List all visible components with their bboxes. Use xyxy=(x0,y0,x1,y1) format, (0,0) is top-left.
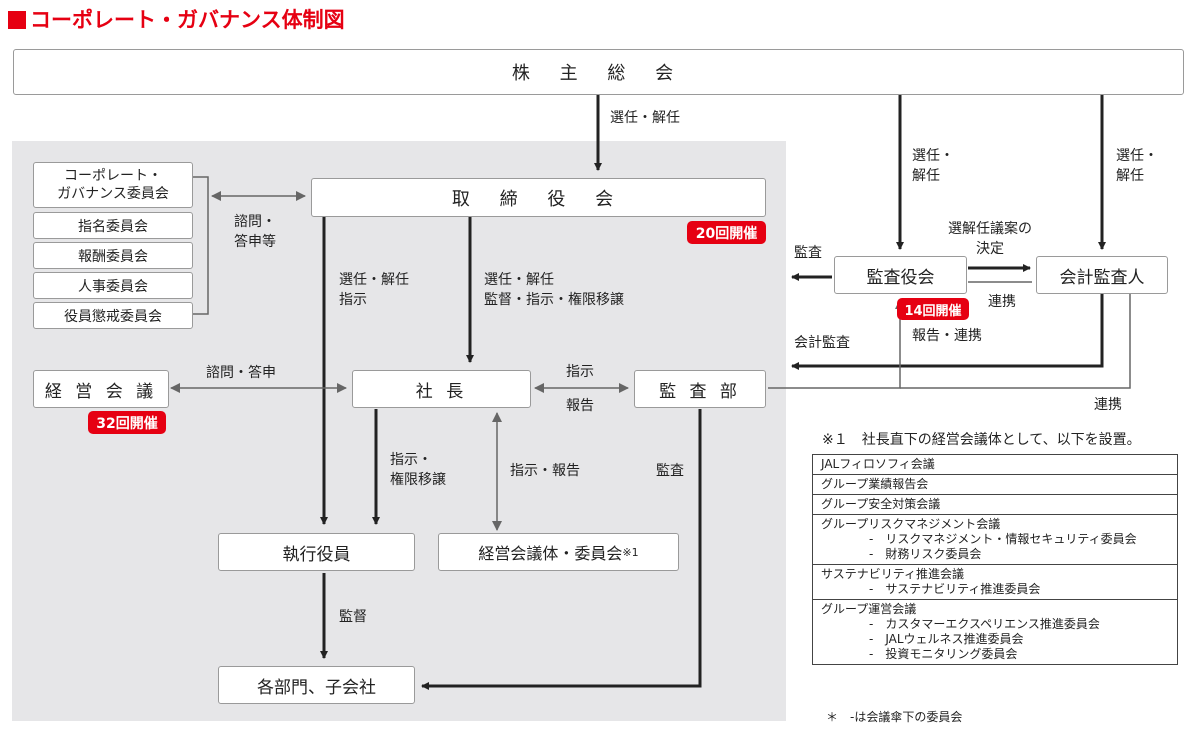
councils-node: 経営会議体・委員会※1 xyxy=(438,533,679,571)
label-report: 報告 xyxy=(566,398,594,414)
president-node: 社 長 xyxy=(352,370,531,408)
note-subitem: - カスタマーエクスペリエンス推進委員会 xyxy=(869,617,1100,631)
management-meeting-node: 経 営 会 議 xyxy=(33,370,169,408)
page-title: コーポレート・ガバナンス体制図 xyxy=(8,4,345,34)
board-node: 取 締 役 会 xyxy=(311,178,766,217)
label-report-coop: 報告・連携 xyxy=(912,328,982,344)
label-board-to-pres: 選任・解任 監督・指示・権限移譲 xyxy=(484,272,624,308)
label-pres-to-officers: 指示・ 権限移譲 xyxy=(390,452,446,488)
label-acct-audit: 会計監査 xyxy=(794,335,850,351)
note-subitem: - 財務リスク委員会 xyxy=(869,547,982,561)
label-board-to-officers: 選任・解任 指示 xyxy=(339,272,409,308)
label-consult2: 諮問・答申 xyxy=(206,365,276,381)
note-item: サステナビリティ推進会議 xyxy=(821,567,965,581)
note-subitem: - リスクマネジメント・情報セキュリティ委員会 xyxy=(869,532,1137,546)
note-row: グループ安全対策会議 xyxy=(812,494,1178,514)
note-subitem: - 投資モニタリング委員会 xyxy=(869,647,1018,661)
label-cooperation2: 連携 xyxy=(1094,397,1122,413)
note-item: グループリスクマネジメント会議 xyxy=(821,517,1001,531)
note-item: グループ安全対策会議 xyxy=(821,497,941,511)
audit-board-node: 監査役会 xyxy=(834,256,967,294)
note-row: JALフィロソフィ会議 xyxy=(812,454,1178,474)
audit-board-meetings-badge: 14回開催 xyxy=(897,298,969,320)
committee-discipline-node: 役員懲戒委員会 xyxy=(33,302,193,329)
note-footnote: ＊ -は会議傘下の委員会 xyxy=(826,710,963,724)
label-sh-to-audit: 選任・ 解任 xyxy=(912,148,954,184)
audit-department-node: 監 査 部 xyxy=(634,370,766,408)
label-audit-to-acct: 選解任議案の 決定 xyxy=(948,221,1032,257)
label-pres-councils: 指示・報告 xyxy=(510,463,580,479)
accountant-node: 会計監査人 xyxy=(1036,256,1168,294)
note-row: グループリスクマネジメント会議- リスクマネジメント・情報セキュリティ委員会- … xyxy=(812,514,1178,564)
note-table: JALフィロソフィ会議グループ業績報告会グループ安全対策会議グループリスクマネジ… xyxy=(812,454,1178,665)
label-supervise: 監督 xyxy=(339,609,367,625)
note-item: グループ業績報告会 xyxy=(821,477,929,491)
title-square-icon xyxy=(8,11,26,29)
note-item: グループ運営会議 xyxy=(821,602,917,616)
label-consult1: 諮問・ 答申等 xyxy=(234,214,276,250)
management-meetings-badge: 32回開催 xyxy=(88,411,166,434)
note-row: サステナビリティ推進会議- サステナビリティ推進委員会 xyxy=(812,564,1178,599)
label-sh-to-acct: 選任・ 解任 xyxy=(1116,148,1158,184)
note-row: グループ運営会議- カスタマーエクスペリエンス推進委員会- JALウェルネス推進… xyxy=(812,599,1178,665)
committee-personnel-node: 人事委員会 xyxy=(33,272,193,299)
shareholders-meeting-node: 株 主 総 会 xyxy=(13,49,1184,95)
note-subitem: - JALウェルネス推進委員会 xyxy=(869,632,1024,646)
committee-compensation-node: 報酬委員会 xyxy=(33,242,193,269)
note-heading: ※１ 社長直下の経営会議体として、以下を設置。 xyxy=(822,432,1141,448)
note-row: グループ業績報告会 xyxy=(812,474,1178,494)
label-auditdept-audit: 監査 xyxy=(656,463,684,479)
committee-governance-node: コーポレート・ ガバナンス委員会 xyxy=(33,162,193,208)
label-audit-left: 監査 xyxy=(794,245,822,261)
label-cooperation1: 連携 xyxy=(988,294,1016,310)
departments-node: 各部門、子会社 xyxy=(218,666,415,704)
label-sh-to-board: 選任・解任 xyxy=(610,110,680,126)
label-instruct: 指示 xyxy=(566,364,594,380)
note-subitem: - サステナビリティ推進委員会 xyxy=(869,582,1041,596)
note-item: JALフィロソフィ会議 xyxy=(821,457,935,471)
board-meetings-badge: 20回開催 xyxy=(687,221,766,244)
executive-officers-node: 執行役員 xyxy=(218,533,415,571)
committee-nomination-node: 指名委員会 xyxy=(33,212,193,239)
